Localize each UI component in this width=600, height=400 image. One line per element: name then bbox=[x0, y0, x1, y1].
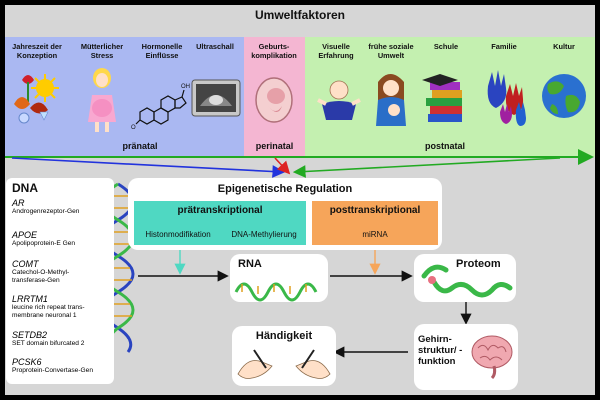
factor-birth-complication-label: Geburts-komplikation bbox=[251, 42, 297, 60]
gene-name: AR bbox=[12, 198, 25, 208]
factor-culture-label: Kultur bbox=[553, 42, 575, 51]
family-hands-icon bbox=[487, 70, 526, 126]
gene-description: Catechol-O-Methyl-transferase-Gen bbox=[12, 269, 70, 284]
gene-item: APOE Apolipoprotein-E Gen bbox=[12, 230, 114, 259]
factor-season-label: Jahreszeit der Konzeption bbox=[12, 42, 62, 60]
gene-item: AR Androgenrezeptor-Gen bbox=[12, 198, 114, 230]
perinatal-arrow bbox=[274, 157, 291, 175]
writing-hands-icon bbox=[237, 349, 331, 379]
svg-text:OH: OH bbox=[181, 84, 190, 90]
season-icon bbox=[14, 74, 59, 124]
factor-social-environment-label: frühe soziale Umwelt bbox=[368, 42, 414, 60]
pretranscriptional-box bbox=[134, 201, 306, 245]
epigenetics-title: Epigenetische Regulation bbox=[217, 183, 353, 195]
mirna-label: miRNA bbox=[362, 230, 388, 239]
proteome-label: Proteom bbox=[456, 258, 501, 270]
gene-name: LRRTM1 bbox=[12, 294, 48, 304]
gene-name: SETDB2 bbox=[12, 330, 48, 340]
protein-chain-icon bbox=[421, 264, 513, 298]
rna-label: RNA bbox=[238, 258, 262, 270]
prenatal-arrow bbox=[11, 157, 286, 178]
fetus-icon bbox=[255, 77, 293, 123]
gene-description: leucine rich repeat trans-membrane neuro… bbox=[12, 304, 85, 319]
brain-icon bbox=[471, 335, 513, 380]
factor-ultrasound-label: Ultraschall bbox=[196, 42, 234, 51]
svg-text:O: O bbox=[131, 125, 136, 131]
posttranscriptional-label: posttranskriptional bbox=[329, 205, 421, 216]
histone-modification-label: Histonmodifikation bbox=[145, 230, 211, 239]
diagram-title: Umweltfaktoren bbox=[254, 8, 346, 22]
factor-hormones-label: Hormonelle Einflüsse bbox=[141, 42, 183, 60]
factor-visual-experience-label: Visuelle Erfahrung bbox=[318, 42, 354, 60]
gene-item: COMT Catechol-O-Methyl-transferase-Gen bbox=[12, 259, 114, 294]
dna-box bbox=[6, 178, 114, 384]
pretranscriptional-label: prätranskriptional bbox=[177, 205, 263, 216]
gene-name: COMT bbox=[12, 259, 39, 269]
gene-item: LRRTM1 leucine rich repeat trans-membran… bbox=[12, 294, 114, 330]
posttranscriptional-box bbox=[312, 201, 438, 245]
postnatal-label: postnatal bbox=[424, 141, 465, 151]
gene-description: Proprotein-Convertase-Gen bbox=[12, 367, 93, 374]
postnatal-arrow bbox=[292, 157, 561, 178]
prenatal-label: pränatal bbox=[122, 141, 158, 151]
gene-item: PCSK6 Proprotein-Convertase-Gen bbox=[12, 357, 114, 383]
factor-maternal-stress-label: Mütterlicher Stress bbox=[80, 42, 124, 60]
gene-name: PCSK6 bbox=[12, 357, 42, 367]
globe-icon bbox=[542, 74, 586, 118]
factor-family-label: Familie bbox=[491, 42, 517, 51]
mother-child-icon bbox=[376, 74, 406, 126]
brain-label: Gehirn-struktur/ -funktion bbox=[418, 334, 463, 367]
perinatal-label: perinatal bbox=[255, 141, 294, 151]
rna-box bbox=[230, 254, 328, 302]
gene-description: Androgenrezeptor-Gen bbox=[12, 208, 80, 215]
baby-icon bbox=[317, 80, 361, 120]
handedness-label: Händigkeit bbox=[255, 330, 313, 342]
stressed-woman-icon bbox=[88, 68, 116, 132]
dna-title: DNA bbox=[12, 181, 38, 195]
gene-list: AR Androgenrezeptor-Gen APOE Apolipoprot… bbox=[12, 198, 114, 383]
steroid-hormone-icon: OH O bbox=[131, 84, 190, 131]
dna-methylation-label: DNA-Methylierung bbox=[231, 230, 297, 239]
ultrasound-icon bbox=[191, 79, 241, 117]
rna-strand-icon bbox=[234, 282, 318, 302]
gene-description: Apolipoprotein-E Gen bbox=[12, 240, 76, 247]
gene-item: SETDB2 SET domain bifurcated 2 bbox=[12, 330, 114, 357]
factor-school-label: Schule bbox=[433, 42, 459, 51]
gene-name: APOE bbox=[12, 230, 38, 240]
gene-description: SET domain bifurcated 2 bbox=[12, 340, 85, 347]
books-icon bbox=[422, 74, 462, 122]
